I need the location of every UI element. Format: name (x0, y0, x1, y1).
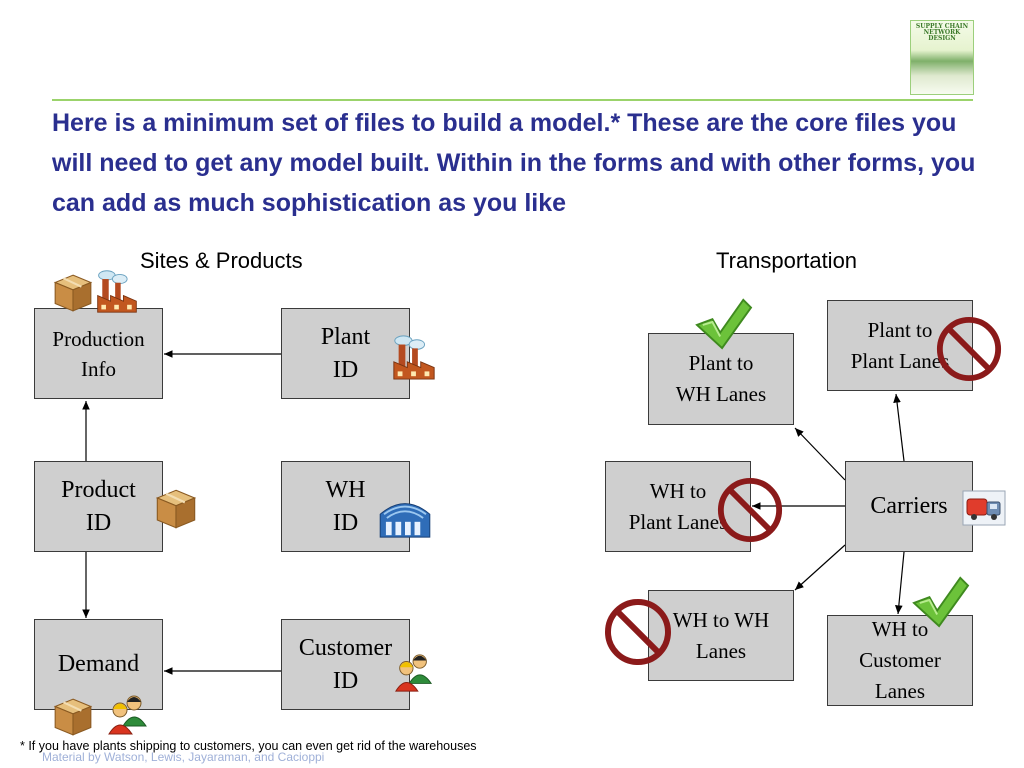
logo-title: SUPPLY CHAIN NETWORK DESIGN (915, 23, 969, 42)
prohibited-icon (603, 597, 673, 667)
product-id-box[interactable]: Product ID (34, 461, 163, 552)
demand-box[interactable]: Demand (34, 619, 163, 710)
wh-to-customer-lanes-box[interactable]: WH to Customer Lanes (827, 615, 973, 706)
factory-icon (94, 268, 140, 314)
factory-icon (390, 333, 438, 381)
box-icon (52, 272, 94, 314)
arrow-carriers-to-plant-plant (893, 393, 905, 462)
box-icon (154, 487, 198, 531)
copyright-text: Material by Watson, Lewis, Jayaraman, an… (42, 750, 325, 764)
footnote: * If you have plants shipping to custome… (20, 739, 477, 753)
section-label-transportation: Transportation (716, 248, 858, 273)
checkmark-icon (695, 296, 753, 350)
warehouse-icon (378, 497, 432, 539)
arrow-carriers-to-wh-wh (794, 544, 846, 591)
section-label-sites-products: Sites & Products (140, 248, 303, 273)
plant-id-box[interactable]: Plant ID (281, 308, 410, 399)
title-rule (52, 99, 973, 101)
checkmark-icon (912, 574, 970, 628)
truck-icon (962, 490, 1006, 526)
box-icon (52, 696, 94, 738)
plant-to-plant-lanes-box[interactable]: Plant to Plant Lanes (827, 300, 973, 391)
prohibited-icon (716, 476, 784, 544)
book-cover-logo: SUPPLY CHAIN NETWORK DESIGN (910, 20, 974, 95)
prohibited-icon (935, 315, 1003, 383)
carriers-box[interactable]: Carriers (845, 461, 973, 552)
wh-to-wh-lanes-box[interactable]: WH to WH Lanes (648, 590, 794, 681)
production-info-box[interactable]: Production Info (34, 308, 163, 399)
wh-to-plant-lanes-box[interactable]: WH to Plant Lanes (605, 461, 751, 552)
people-icon (106, 692, 150, 736)
arrow-carriers-to-plant-wh (794, 427, 846, 481)
slide-heading: Here is a minimum set of files to build … (52, 109, 976, 217)
arrow-carriers-to-wh-customer (895, 551, 905, 615)
customer-id-box[interactable]: Customer ID (281, 619, 410, 710)
people-icon (393, 651, 435, 693)
